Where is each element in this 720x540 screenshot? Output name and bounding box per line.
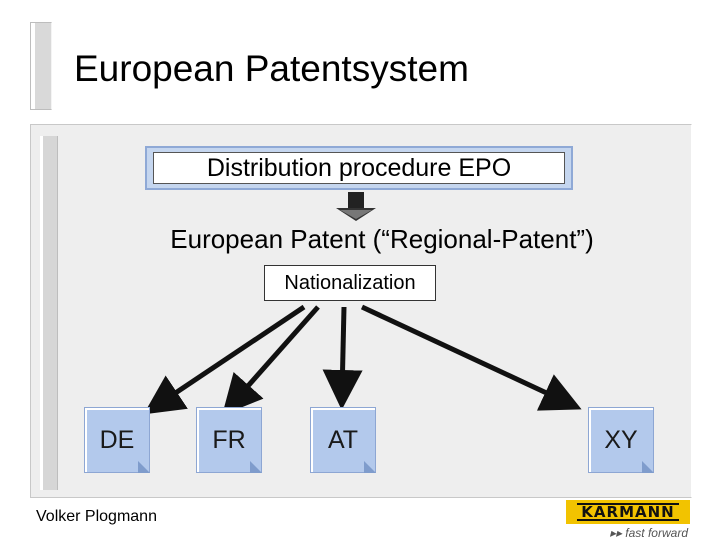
country-label: DE xyxy=(99,425,135,454)
logo-tagline-text: fast forward xyxy=(625,526,688,540)
logo-wordmark: KARMANN xyxy=(566,500,690,524)
country-label: XY xyxy=(604,425,638,454)
down-arrow-icon xyxy=(336,192,376,221)
country-box-de: DE xyxy=(84,407,150,473)
logo-brand: KARMANN xyxy=(577,503,679,521)
fast-forward-icon: ▸▸ xyxy=(609,526,626,540)
nationalization-box: Nationalization xyxy=(264,265,436,301)
slide-title: European Patentsystem xyxy=(74,48,469,89)
karmann-logo: KARMANN ▸▸ fast forward xyxy=(566,500,690,540)
european-patent-label: European Patent (“Regional-Patent”) xyxy=(170,224,594,254)
country-box-at: AT xyxy=(310,407,376,473)
logo-tagline: ▸▸ fast forward xyxy=(610,526,688,540)
procedure-box: Distribution procedure EPO xyxy=(145,146,573,190)
country-label: AT xyxy=(327,425,359,454)
country-box-fr: FR xyxy=(196,407,262,473)
title-decor-bar xyxy=(30,22,52,110)
procedure-label: Distribution procedure EPO xyxy=(153,152,565,184)
country-box-xy: XY xyxy=(588,407,654,473)
country-label: FR xyxy=(212,425,246,454)
author-name: Volker Plogmann xyxy=(36,508,157,525)
content-decor-bar xyxy=(40,136,58,490)
